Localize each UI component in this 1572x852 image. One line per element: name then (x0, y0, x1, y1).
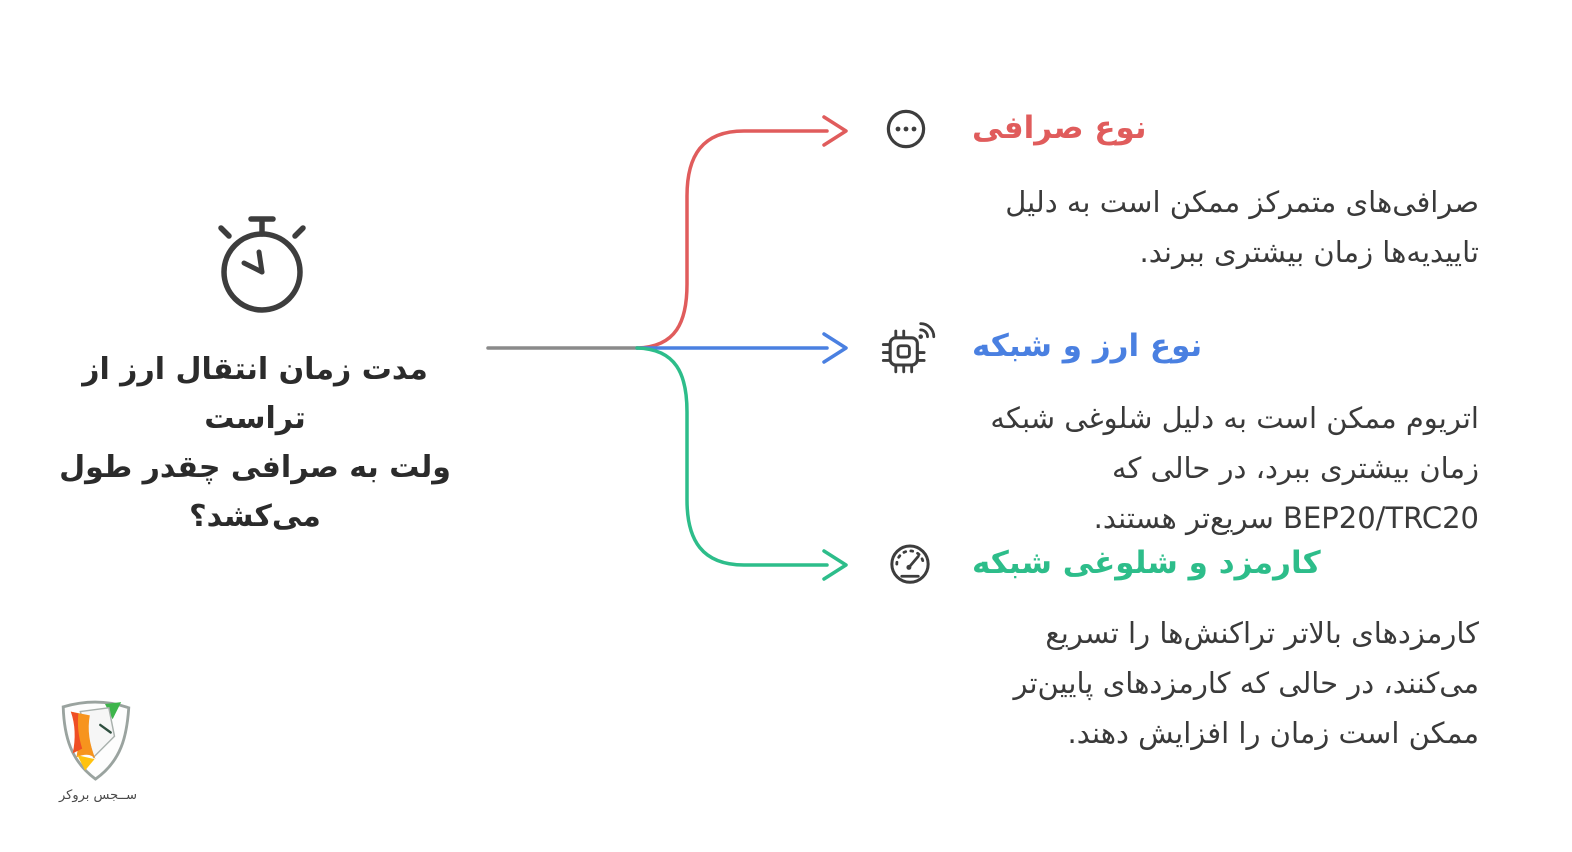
question-line: ولت به صرافی چقدر طول (59, 450, 451, 485)
body-line: کارمزدهای بالاتر تراکنش‌ها را تسریع (1045, 616, 1479, 650)
body-line: اتریوم ممکن است به دلیل شلوغی شبکه (990, 401, 1479, 435)
branch-title-currency-network: نوع ارز و شبکه (972, 328, 1203, 364)
question-text: مدت زمان انتقال ارز از تراست ولت به صراف… (30, 345, 480, 541)
question-line: مدت زمان انتقال ارز از تراست (82, 352, 428, 436)
arrowhead-exchange-type (822, 115, 848, 147)
branch-title-exchange-type: نوع صرافی (972, 110, 1147, 146)
branch-body-currency-network: اتریوم ممکن است به دلیل شلوغی شبکه زمان … (939, 393, 1479, 543)
body-line: صرافی‌های متمرکز ممکن است به دلیل (1005, 185, 1479, 219)
gauge-icon (890, 544, 930, 584)
body-line: زمان بیشتری ببرد، در حالی که (1111, 451, 1479, 485)
arrowhead-currency-network (822, 332, 848, 364)
stopwatch-icon (218, 216, 306, 313)
branch-body-exchange-type: صرافی‌های متمرکز ممکن است به دلیل تاییدی… (959, 177, 1479, 277)
arrowhead-fee-congestion (822, 549, 848, 581)
ellipsis-circle-icon (886, 109, 926, 149)
body-line: BEP20/TRC20 سریع‌تر هستند. (1093, 501, 1479, 535)
branch-curve-exchange-type (635, 129, 829, 350)
body-line: تاییدیه‌ها زمان بیشتری ببرند. (1139, 235, 1479, 269)
brand-logo-caption: ســجس بروکر (58, 788, 138, 803)
chip-signal-icon (881, 322, 936, 374)
brand-logo-icon (61, 700, 131, 781)
branch-title-fee-congestion: کارمزد و شلوغی شبکه (972, 545, 1321, 581)
body-line: ممکن است زمان را افزایش دهند. (1067, 716, 1479, 750)
body-line: می‌کنند، در حالی که کارمزدهای پایین‌تر (1013, 666, 1479, 700)
branch-curve-fee-congestion (635, 346, 829, 567)
branch-body-fee-congestion: کارمزدهای بالاتر تراکنش‌ها را تسریع می‌ک… (919, 608, 1479, 758)
question-line: می‌کشد؟ (189, 499, 321, 534)
